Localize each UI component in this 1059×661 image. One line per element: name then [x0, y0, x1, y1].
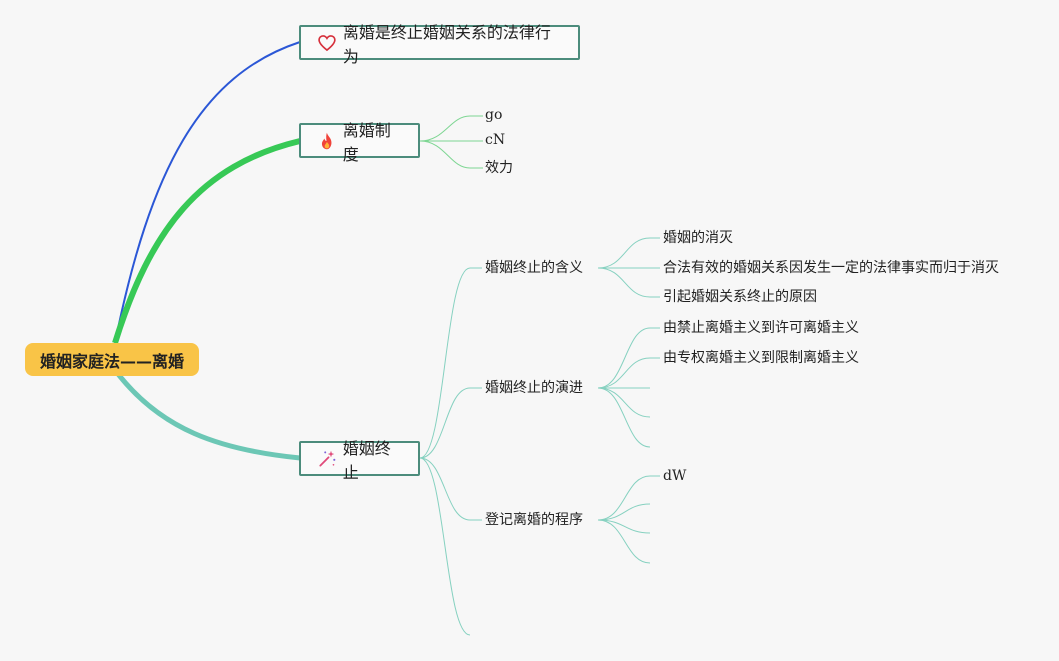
leaf-autocratic-to-restricted-label: 由专权离婚主义到限制离婚主义 — [663, 350, 859, 366]
meaning-child-lines — [597, 237, 660, 298]
leaf-legal-fact-extinction-label: 合法有效的婚姻关系因发生一定的法律事实而归于消灭 — [663, 260, 999, 276]
heart-icon — [318, 34, 336, 51]
leaf-termination-causes[interactable]: 引起婚姻关系终止的原因 — [663, 287, 817, 307]
leaf-prohibit-to-permit[interactable]: 由禁止离婚主义到许可离婚主义 — [663, 318, 859, 338]
leaf-autocratic-to-restricted[interactable]: 由专权离婚主义到限制离婚主义 — [663, 348, 859, 368]
subtopic-meaning[interactable]: 婚姻终止的含义 — [485, 258, 583, 278]
branch-line-divorce-system — [112, 138, 301, 344]
leaf-termination-causes-label: 引起婚姻关系终止的原因 — [663, 289, 817, 305]
leaf-prohibit-to-permit-label: 由禁止离婚主义到许可离婚主义 — [663, 320, 859, 336]
topic-marriage-end[interactable]: 婚姻终止 — [299, 439, 420, 482]
topic-divorce-system-label: 离婚制度 — [342, 120, 391, 164]
registration-child-lines — [597, 475, 660, 564]
subtopic-cn[interactable]: cN — [485, 130, 505, 150]
subtopic-registration-label: 登记离婚的程序 — [485, 512, 583, 528]
fire-icon — [321, 132, 332, 149]
subtopic-effect[interactable]: 效力 — [485, 158, 513, 178]
subtopic-evolution[interactable]: 婚姻终止的演进 — [485, 378, 583, 398]
topic-legal-act[interactable]: 离婚是终止婚姻关系的法律行为 — [299, 23, 580, 66]
subtopic-go-label: go — [485, 107, 503, 123]
subtopic-registration[interactable]: 登记离婚的程序 — [485, 510, 583, 530]
subtopic-effect-label: 效力 — [485, 160, 513, 176]
subtopic-meaning-label: 婚姻终止的含义 — [485, 260, 583, 276]
subtopic-evolution-label: 婚姻终止的演进 — [485, 380, 583, 396]
leaf-dw[interactable]: dW — [663, 466, 686, 486]
topic-legal-act-label: 离婚是终止婚姻关系的法律行为 — [342, 22, 551, 66]
leaf-marriage-extinction-label: 婚姻的消灭 — [663, 230, 733, 246]
topic-marriage-end-label: 婚姻终止 — [342, 438, 391, 482]
divorce-system-child-lines — [419, 115, 483, 169]
subtopic-cn-label: cN — [485, 132, 506, 148]
leaf-legal-fact-extinction[interactable]: 合法有效的婚姻关系因发生一定的法律事实而归于消灭 — [663, 258, 999, 278]
leaf-dw-label: dW — [663, 468, 687, 484]
evolution-child-lines — [597, 327, 660, 448]
root-topic[interactable]: 婚姻家庭法——离婚 — [25, 343, 199, 376]
marriage-end-child-lines — [419, 267, 482, 636]
branch-line-marriage-end — [113, 368, 301, 461]
branch-line-legal-act — [114, 41, 301, 344]
topic-divorce-system[interactable]: 离婚制度 — [299, 121, 420, 164]
subtopic-go[interactable]: go — [485, 105, 502, 125]
sparkle-icon — [319, 450, 336, 466]
leaf-marriage-extinction[interactable]: 婚姻的消灭 — [663, 228, 733, 248]
root-topic-label: 婚姻家庭法——离婚 — [39, 351, 184, 371]
